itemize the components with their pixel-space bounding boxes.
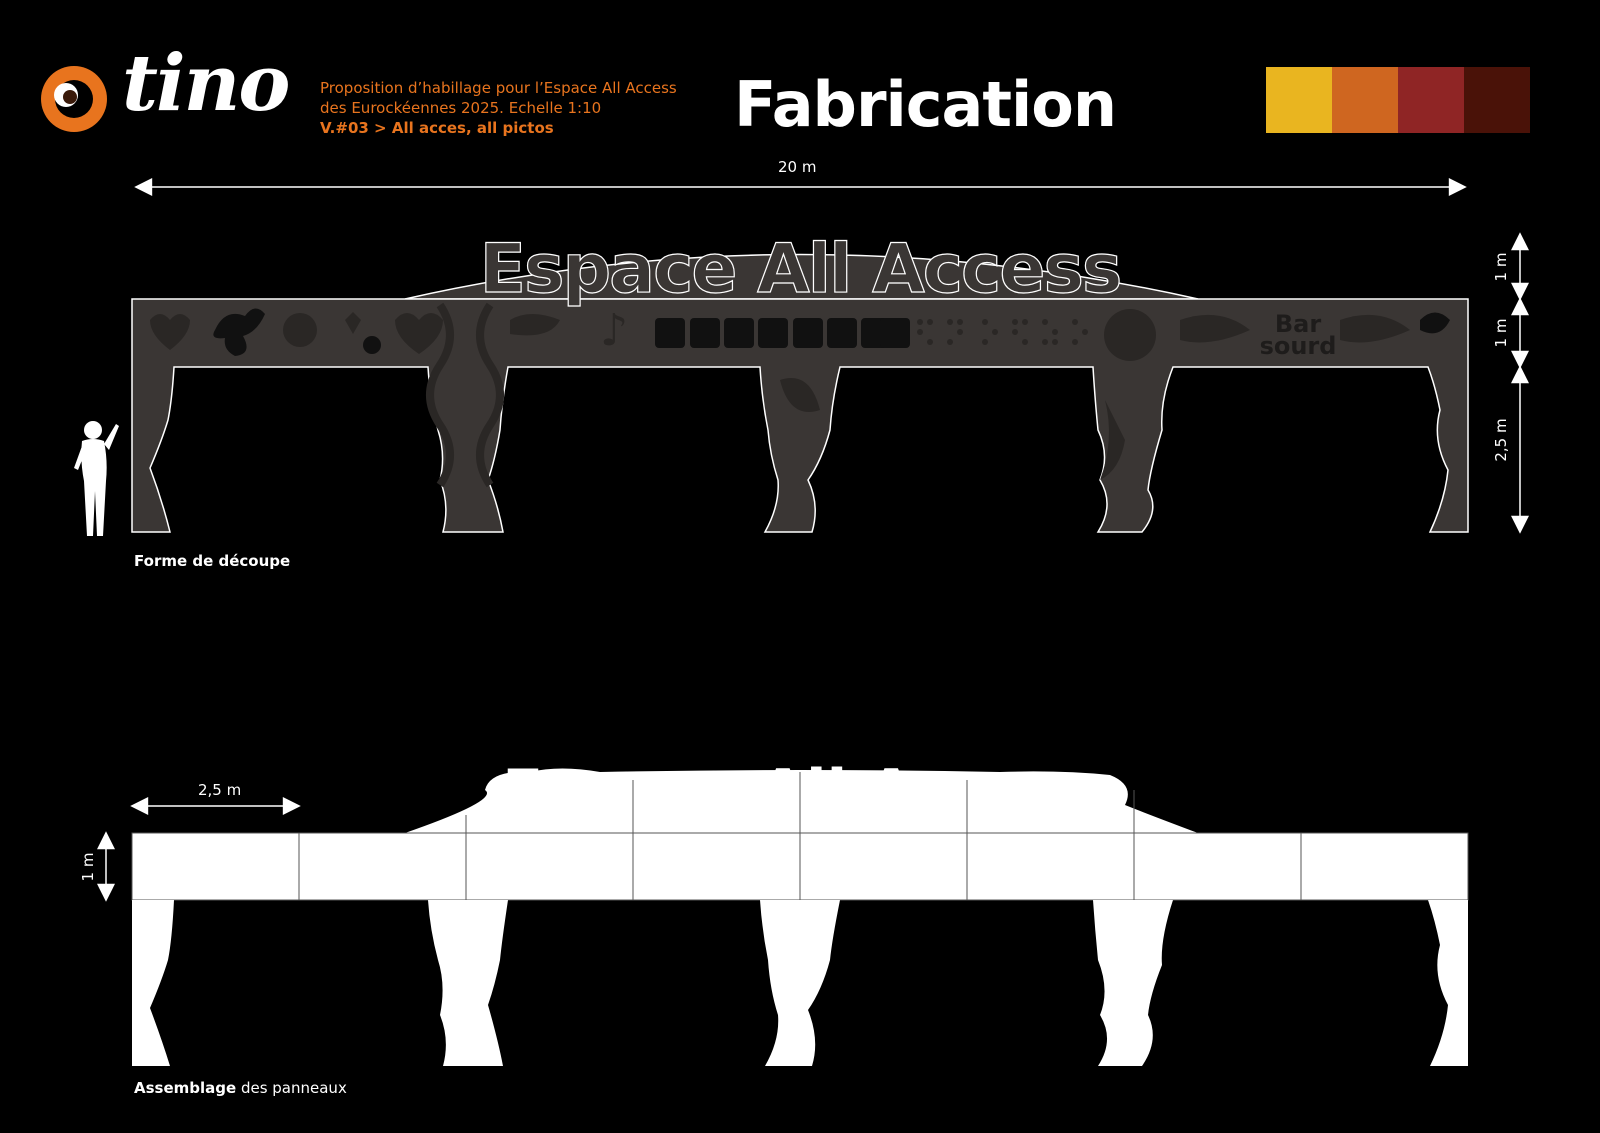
palette-swatch-red: [1398, 67, 1464, 133]
palette-swatch-brown: [1464, 67, 1530, 133]
logo-wordmark: tino: [122, 38, 290, 129]
width-label: 20 m: [778, 158, 817, 176]
assembly-sign-shape: [405, 768, 1198, 833]
human-scale-silhouette: [74, 421, 119, 536]
caption-bottom-bold: Assemblage: [134, 1079, 237, 1097]
caption-bottom-rest: des panneaux: [236, 1079, 347, 1097]
caption-bottom: Assemblage des panneaux: [134, 1079, 347, 1097]
page-title: Fabrication: [734, 68, 1117, 141]
sign-text: Espace All Access: [480, 230, 1121, 309]
svg-text:♪: ♪: [600, 305, 628, 356]
roof-arch: [404, 253, 1199, 300]
accessibility-pictos: [655, 318, 910, 348]
intro-line-2: des Eurockéennes 2025. Echelle 1:10: [320, 99, 602, 117]
panel-height-label: 1 m: [79, 853, 97, 882]
height-label-2: 1 m: [1492, 319, 1510, 348]
braille-dots: [917, 319, 1088, 345]
bar-label-1: Bar: [1275, 310, 1321, 338]
palette-swatch-yellow: [1266, 67, 1332, 133]
decorative-pictos: ♪: [150, 302, 1450, 488]
assembly-legs: [132, 900, 1468, 1066]
tino-logo: [40, 65, 108, 133]
height-label-3: 2,5 m: [1492, 418, 1510, 461]
eye-icon: [41, 66, 107, 132]
panel-width-label: 2,5 m: [198, 781, 242, 799]
palette-swatch-orange: [1332, 67, 1398, 133]
caption-top: Forme de découpe: [134, 552, 291, 570]
height-label-1: 1 m: [1492, 253, 1510, 282]
intro-line-1: Proposition d’habillage pour l’Espace Al…: [320, 79, 677, 97]
intro-version: V.#03 > All acces, all pictos: [320, 119, 554, 137]
bar-label-2: sourd: [1260, 332, 1337, 360]
